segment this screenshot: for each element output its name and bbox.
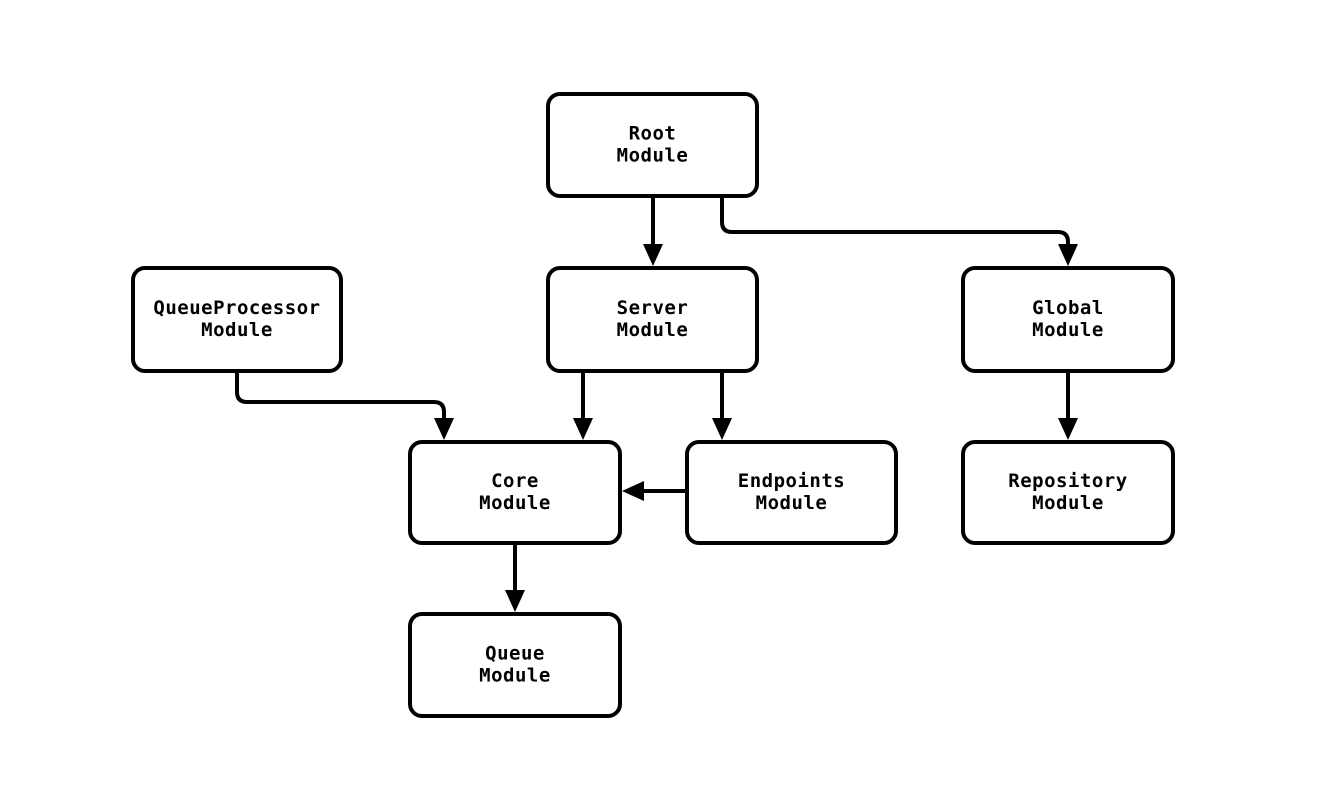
edges-layer — [235, 196, 1078, 612]
edge-endpoints-to-core — [622, 481, 687, 501]
edge-core-to-queue — [505, 543, 525, 612]
node-label-secondary: Module — [756, 492, 828, 514]
node-label-primary: Root — [629, 123, 677, 145]
node-box[interactable] — [685, 440, 898, 545]
node-box[interactable] — [546, 92, 759, 198]
node-label-primary: Queue — [485, 643, 545, 665]
edge-root-to-global — [720, 196, 1078, 266]
node-label-secondary: Module — [479, 665, 551, 687]
node-box[interactable] — [961, 440, 1175, 545]
arrowhead-icon — [712, 418, 732, 440]
node-label-secondary: Module — [1032, 492, 1104, 514]
node-label-primary: Repository — [1008, 470, 1127, 492]
edge-global-to-repository — [1058, 371, 1078, 440]
arrowhead-icon — [505, 590, 525, 612]
edge-root-to-server — [643, 196, 663, 266]
node-box[interactable] — [961, 266, 1175, 373]
node-label-secondary: Module — [1032, 319, 1104, 341]
edge-server-to-endpoints — [712, 371, 732, 440]
node-label-primary: Core — [491, 470, 539, 492]
node-label-primary: Global — [1032, 297, 1104, 319]
node-box[interactable] — [131, 266, 343, 373]
arrowhead-icon — [1058, 418, 1078, 440]
edge-line — [720, 196, 1070, 248]
edge-server-to-core — [573, 371, 593, 440]
node-box[interactable] — [408, 440, 622, 545]
arrowhead-icon — [643, 244, 663, 266]
node-label-secondary: Module — [201, 319, 273, 341]
arrowhead-icon — [1058, 244, 1078, 266]
arrowhead-icon — [622, 481, 644, 501]
node-label-secondary: Module — [617, 319, 689, 341]
arrowhead-icon — [434, 418, 454, 440]
node-label-secondary: Module — [617, 145, 689, 167]
edge-queueprocessor-to-core — [235, 371, 454, 440]
node-box[interactable] — [546, 266, 759, 373]
edge-line — [235, 371, 446, 422]
nodes-layer: RootModuleQueueProcessorModuleServerModu… — [131, 92, 1175, 718]
node-label-primary: Server — [617, 297, 689, 319]
node-box[interactable] — [408, 612, 622, 718]
node-label-primary: QueueProcessor — [153, 297, 320, 319]
node-label-primary: Endpoints — [738, 470, 845, 492]
arrowhead-icon — [573, 418, 593, 440]
node-label-secondary: Module — [479, 492, 551, 514]
